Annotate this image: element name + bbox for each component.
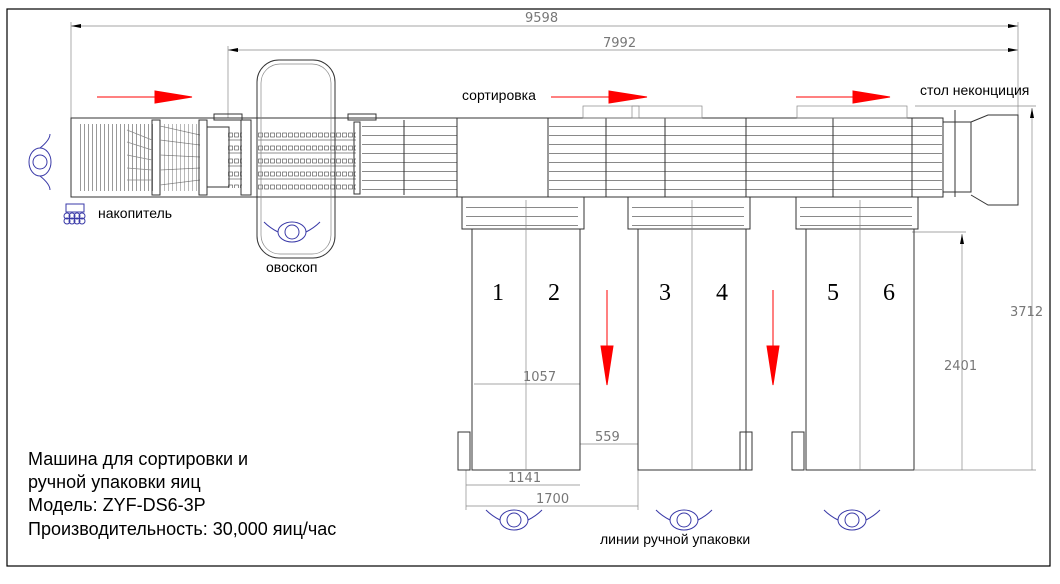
candler-unit: [256, 59, 336, 259]
operator-icon: [655, 509, 713, 531]
flow-arrow-right-icon: [97, 90, 193, 104]
packing-lane-1-2: [457, 196, 585, 471]
flow-arrow-right-icon: [551, 90, 648, 104]
egg-tray-icon: [63, 203, 86, 225]
flow-arrow-down-icon: [766, 290, 780, 386]
candler-label: овоскоп: [266, 259, 318, 275]
dimension-label: 2401: [944, 359, 977, 374]
dimension-label: 9598: [525, 11, 558, 26]
dimension-label: 559: [595, 430, 620, 445]
caption-capacity: Производительность: 30,000 яиц/час: [28, 519, 336, 539]
operator-icon: [485, 509, 543, 531]
drawing-frame: [6, 8, 1051, 567]
dimension-lane-pitch: 1700: [466, 470, 639, 510]
lane-number: 6: [883, 280, 895, 306]
sorting-label: сортировка: [462, 87, 536, 103]
caption-title: ручной упаковки яиц: [28, 472, 201, 492]
dimension-label: 1700: [536, 492, 569, 507]
dimension-label: 3712: [1010, 305, 1043, 320]
dimension-lane-length: 2401: [912, 231, 977, 470]
flow-arrows: [97, 90, 891, 386]
lane-number: 3: [659, 280, 671, 306]
lane-number: 4: [716, 280, 728, 306]
lane-number: 5: [827, 280, 839, 306]
dimension-total-height: 3712: [915, 105, 1043, 471]
dimension-label: 7992: [603, 36, 636, 51]
packing-lane-3-4: [627, 196, 753, 471]
flow-arrow-right-icon: [796, 90, 891, 104]
packing-lines-label: линии ручной упаковки: [600, 531, 750, 547]
accumulator-label: накопитель: [98, 205, 172, 221]
lane-number: 1: [492, 280, 504, 306]
dimension-lane-inner-width: 1057: [474, 370, 580, 385]
reject-table-label: стол неконциция: [920, 82, 1029, 98]
sorting-section: [456, 105, 1019, 206]
operator-icon: [263, 221, 321, 243]
operator-icon: [28, 133, 52, 191]
flow-arrow-down-icon: [600, 290, 614, 386]
machine-caption: Машина для сортировки и ручной упаковки …: [28, 449, 336, 539]
main-conveyor: [70, 113, 458, 198]
caption-model: Модель: ZYF-DS6-3P: [28, 495, 206, 515]
packing-lane-5-6: [791, 196, 919, 471]
dimension-label: 1141: [508, 471, 541, 486]
dimension-label: 1057: [523, 370, 556, 385]
dimension-machine-length: 7992: [227, 36, 1018, 118]
caption-title: Машина для сортировки и: [28, 449, 248, 469]
dimension-lane-outer-width: 1141: [465, 470, 580, 510]
dimension-lane-gap: 559: [580, 430, 638, 445]
operator-icon: [823, 509, 881, 531]
lane-number: 2: [548, 280, 560, 306]
